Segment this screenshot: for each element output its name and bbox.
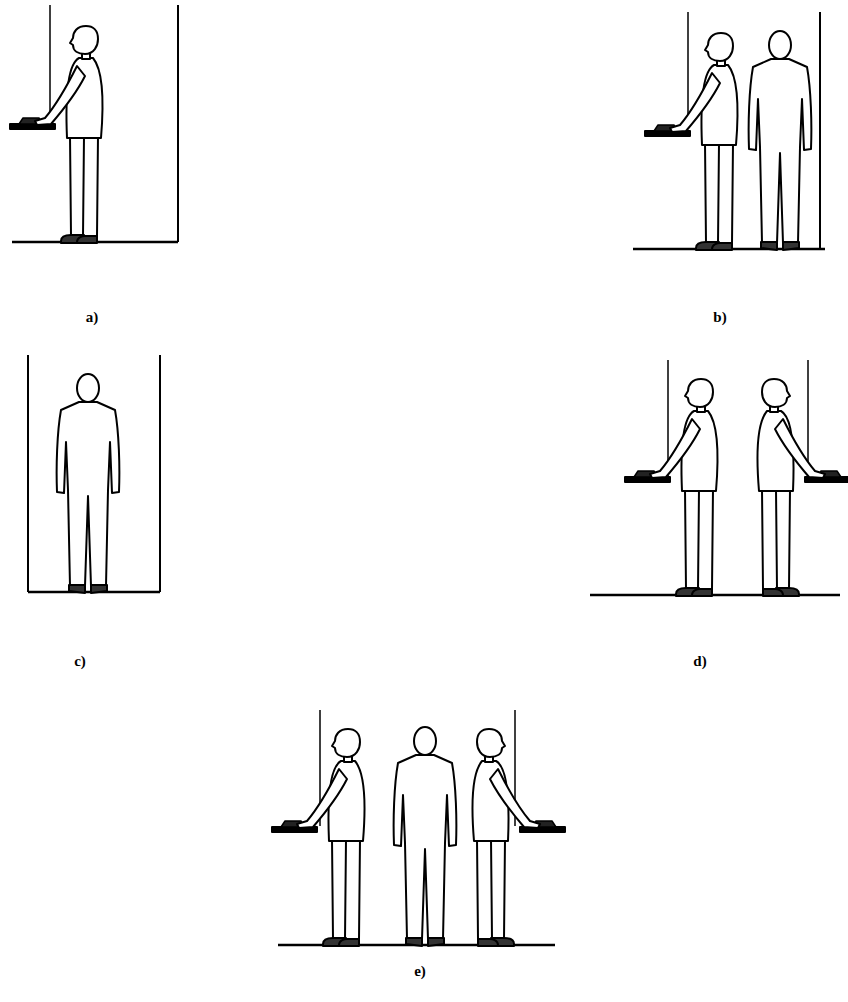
head — [70, 26, 98, 54]
standing-person-front — [394, 727, 457, 946]
standing-person-front — [57, 374, 120, 593]
front-leg — [685, 489, 699, 589]
shoe — [763, 589, 783, 596]
arm — [297, 769, 347, 828]
arm — [670, 73, 720, 132]
front-leg — [332, 839, 346, 939]
panel-label: c) — [74, 654, 86, 669]
standing-worker-side — [758, 379, 848, 596]
back-wall-line — [49, 5, 51, 124]
front-leg — [491, 839, 505, 939]
panel-label: b) — [713, 310, 726, 325]
body — [749, 59, 812, 243]
front-leg — [70, 136, 84, 236]
side-wall — [177, 5, 179, 242]
arm — [35, 66, 85, 125]
shoes — [69, 585, 107, 593]
head — [685, 379, 713, 407]
standing-person-front — [749, 31, 812, 250]
front-leg — [705, 143, 719, 243]
floor-line — [590, 594, 840, 597]
back-wall-line — [807, 360, 809, 476]
head — [332, 729, 360, 757]
body — [394, 755, 457, 939]
arm — [490, 769, 540, 828]
back-wall-line — [687, 12, 689, 128]
head — [762, 379, 790, 407]
standing-worker-side — [645, 33, 737, 250]
head — [77, 374, 99, 402]
shoe — [712, 243, 732, 250]
panel-label: e) — [414, 964, 426, 979]
standing-worker-side — [10, 26, 102, 243]
arm — [650, 419, 700, 478]
shoe — [339, 939, 359, 946]
shoes — [761, 242, 799, 250]
side-wall — [819, 12, 821, 249]
head — [705, 33, 733, 61]
panel-label: a) — [86, 310, 99, 325]
arm — [775, 419, 825, 478]
shoe — [692, 589, 712, 596]
shoes — [406, 938, 444, 946]
standing-worker-side — [473, 729, 565, 946]
shoe — [77, 236, 97, 243]
head — [477, 729, 505, 757]
side-wall — [27, 355, 29, 592]
side-wall — [159, 355, 161, 592]
shoe — [478, 939, 498, 946]
body — [57, 402, 120, 586]
standing-worker-side — [625, 379, 717, 596]
head — [769, 31, 791, 59]
front-leg — [776, 489, 790, 589]
standing-worker-side — [272, 729, 364, 946]
head — [414, 727, 436, 755]
panel-label: d) — [693, 654, 706, 669]
